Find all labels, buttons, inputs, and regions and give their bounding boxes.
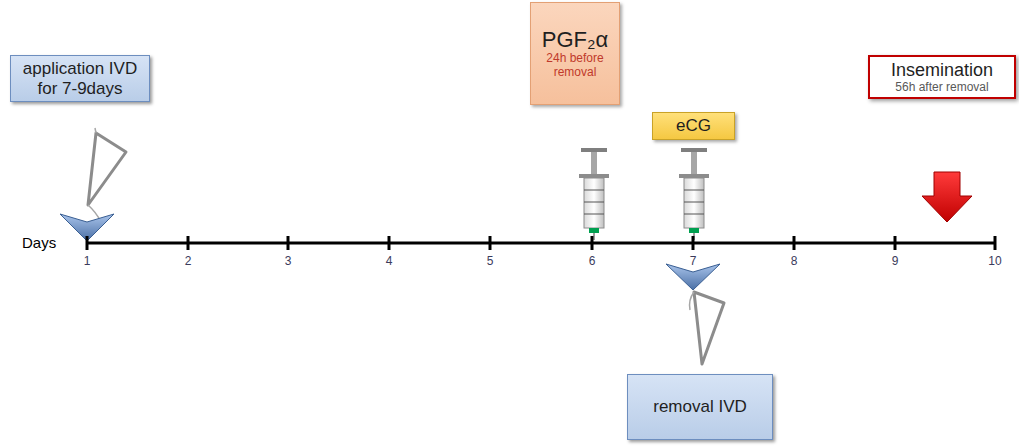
box-title: PGF₂α [542,27,608,52]
device-box: application IVD for 7-9days [10,55,150,102]
time-axis [87,242,995,245]
day-number: 1 [84,254,91,268]
box-title: application IVD for 7-9days [16,59,144,98]
day-number: 5 [487,254,494,268]
box-note: 56h after removal [895,81,988,95]
syringe-icon [679,148,709,240]
day-number: 9 [892,254,899,268]
ivd-string [690,292,695,310]
day-number: 2 [185,254,192,268]
device-box: removal IVD [627,374,773,440]
day-number: 3 [285,254,292,268]
insemination-arrow [922,172,972,222]
ivd-device [694,292,724,364]
ivd-string [88,128,101,222]
day-number: 10 [988,254,1001,268]
hormone-box: PGF₂α24h before removal [530,2,620,105]
day-number: 7 [690,254,697,268]
day-number: 8 [791,254,798,268]
axis-ticks [87,236,995,250]
box-title: eCG [676,116,711,136]
day-number: 6 [589,254,596,268]
axis-title: Days [22,234,56,251]
box-title: removal IVD [653,397,747,417]
box-title: Insemination [891,60,993,81]
day-number: 4 [386,254,393,268]
ivd-device [88,133,126,205]
syringe-icon [579,148,609,240]
box-note: 24h before removal [536,52,614,80]
hormone-box: eCG [652,112,735,140]
event-box: Insemination56h after removal [868,55,1016,99]
